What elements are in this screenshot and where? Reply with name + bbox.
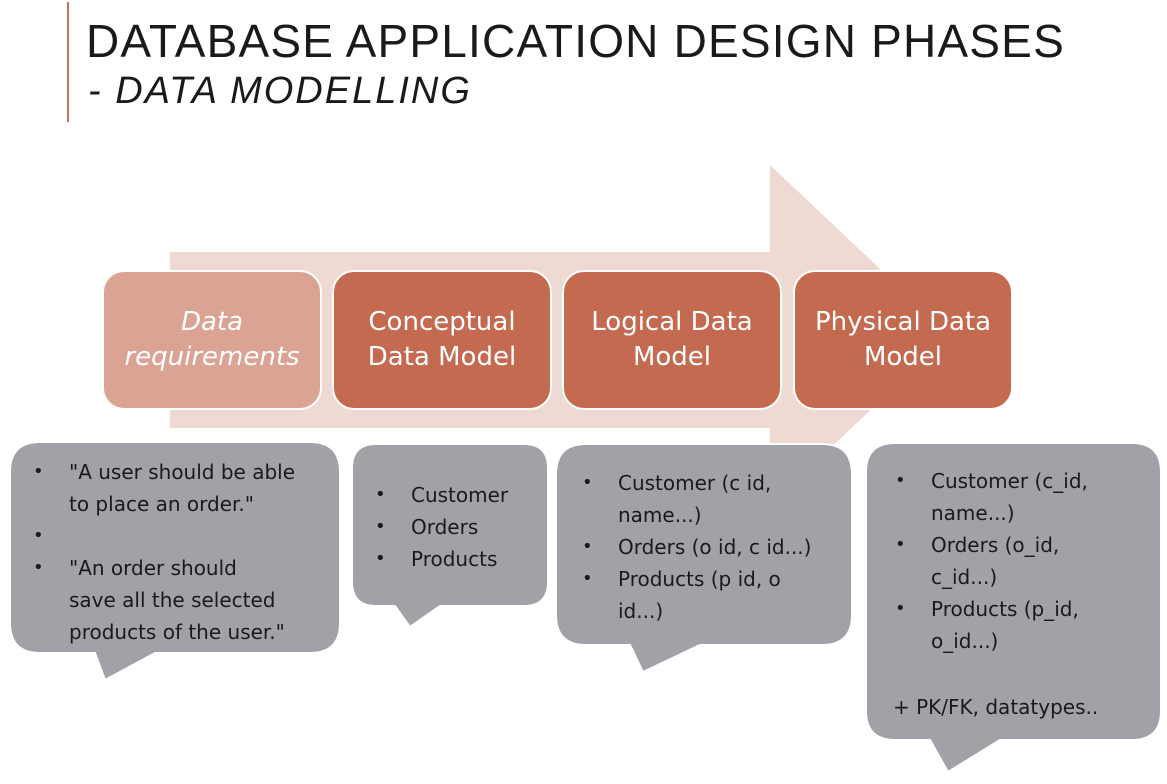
process-arrow [170, 165, 950, 505]
stage-label-line: Model [863, 342, 943, 372]
list-item: "An order should save all the selected p… [33, 552, 295, 648]
stage-label-line: Conceptual [368, 307, 516, 337]
stage-data-requirements: Data requirements [102, 270, 322, 410]
list-item: Customer (c_id, name...) [895, 465, 1098, 529]
stage-label-line: Data [180, 307, 244, 337]
page-subtitle: - DATA MODELLING [88, 70, 472, 112]
list-item: Orders (o_id, c_id...) [895, 529, 1098, 593]
list-item: Products [375, 543, 508, 575]
list-item: Products (p id, o id...) [582, 563, 811, 627]
stage-label-line: requirements [124, 342, 300, 372]
callout-requirements-text: "A user should be able to place an order… [31, 456, 295, 648]
stage-label-line: Physical Data [814, 307, 992, 337]
list-item: Orders (o id, c id...) [582, 531, 812, 563]
stage-physical-data-model: Physical Data Model [793, 270, 1013, 410]
stage-label-line: Logical Data [591, 307, 753, 337]
callout-logical-text: Customer (c id, name...) Orders (o id, c… [580, 467, 812, 627]
stage-conceptual-data-model: Conceptual Data Model [332, 270, 552, 410]
list-item: Customer [375, 479, 508, 511]
page-title: DATABASE APPLICATION DESIGN PHASES [86, 15, 1065, 67]
stage-label-line: Model [632, 342, 712, 372]
stage-logical-data-model: Logical Data Model [562, 270, 782, 410]
list-gap [33, 520, 295, 552]
callout-conceptual-text: Customer Orders Products [373, 479, 508, 575]
list-item: Customer (c id, name...) [582, 467, 811, 531]
stage-label-line: Data Model [367, 342, 517, 372]
list-item: Products (p_id, o_id...) [895, 593, 1098, 657]
list-item: "A user should be able to place an order… [33, 456, 295, 520]
title-accent-bar [67, 2, 69, 122]
physical-note: + PK/FK, datatypes.. [893, 695, 1099, 719]
callout-physical-text: Customer (c_id, name...) Orders (o_id, c… [893, 465, 1098, 723]
list-item: Orders [375, 511, 508, 543]
